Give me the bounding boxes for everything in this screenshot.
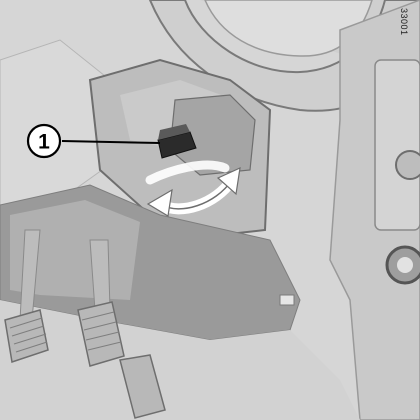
dashboard-knob-icon (396, 151, 420, 179)
console-panel (375, 60, 420, 230)
callout-number: 1 (38, 131, 50, 154)
console-clip (280, 295, 294, 305)
reference-code: 33001 (399, 8, 409, 36)
dashboard-knob-lower-center (397, 257, 413, 273)
